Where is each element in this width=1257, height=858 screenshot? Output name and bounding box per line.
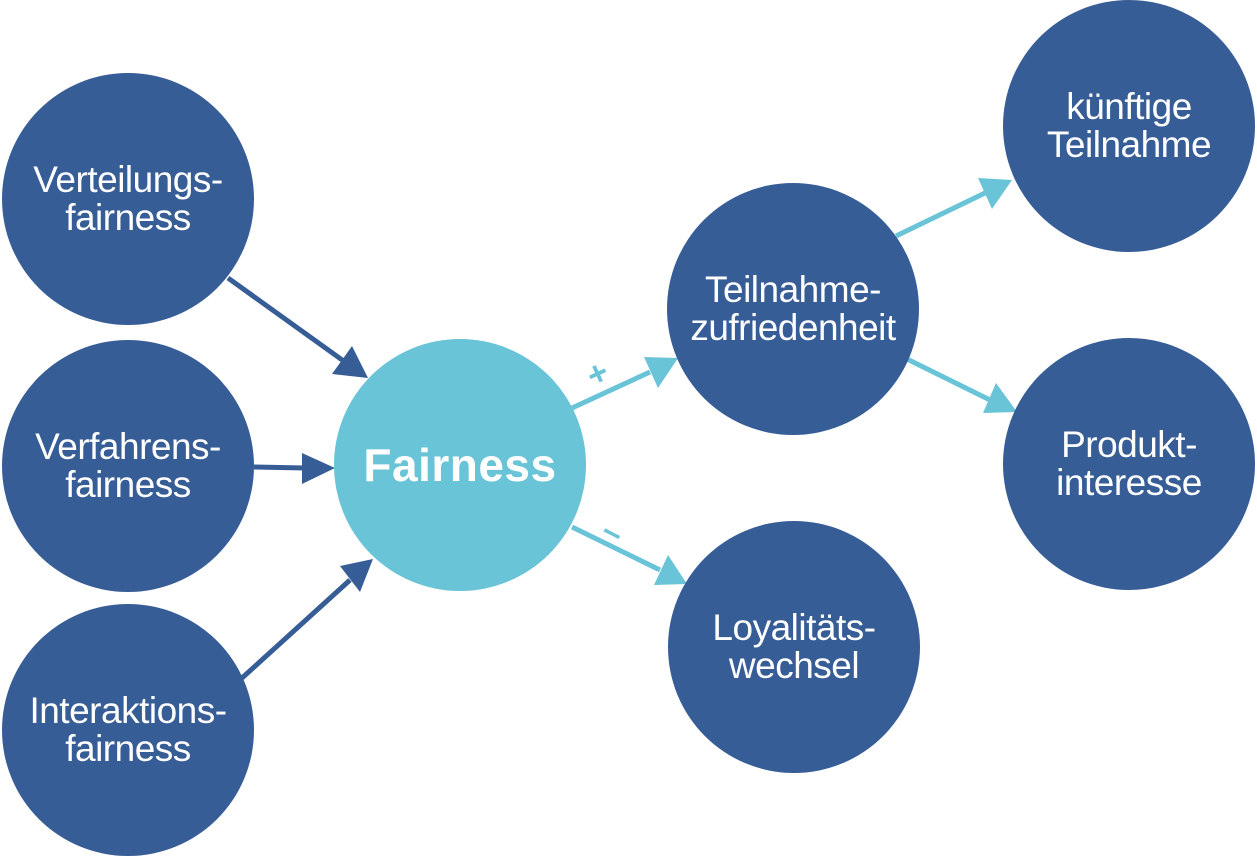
arrow-fairness-to-teilnahme	[570, 357, 678, 411]
arrow-teilnahme-to-produkt	[905, 356, 1017, 413]
arrow-verteilung-to-fairness	[226, 275, 368, 378]
node-label-line2: interesse	[1056, 462, 1202, 503]
node-label-line2: wechsel	[728, 645, 860, 686]
node-fairness: Fairness	[334, 339, 586, 591]
node-verteilungsfairness: Verteilungs- fairness	[2, 73, 254, 325]
arrow-teilnahme-to-kuenftig	[894, 178, 1012, 239]
node-kuenftige-teilnahme: künftige Teilnahme	[1003, 0, 1255, 252]
node-label-line2: Teilnahme	[1046, 124, 1212, 165]
node-interaktionsfairness: Interaktions- fairness	[2, 604, 254, 856]
node-produktinteresse: Produkt- interesse	[1003, 338, 1255, 590]
arrow-fairness-to-loyalitaet	[570, 524, 687, 585]
node-label-line1: Interaktions-	[29, 690, 227, 731]
node-label: Fairness	[363, 439, 557, 491]
node-label-line2: fairness	[65, 464, 191, 505]
arrow-interaktion-to-fairness	[240, 559, 373, 680]
node-label-line2: fairness	[65, 197, 191, 238]
node-loyalitaetswechsel: Loyalitäts- wechsel	[668, 521, 920, 773]
node-label-line1: Loyalitäts-	[712, 607, 876, 648]
node-label-line1: Verteilungs-	[33, 159, 223, 200]
node-label-line1: künftige	[1066, 86, 1192, 127]
node-teilnahmezufriedenheit: Teilnahme- zufriedenheit	[667, 183, 919, 435]
node-label-line1: Teilnahme-	[705, 269, 881, 310]
node-label-line2: fairness	[65, 728, 191, 769]
node-label-line1: Produkt-	[1061, 424, 1197, 465]
arrow-verfahren-to-fairness	[253, 453, 335, 484]
node-label-line1: Verfahrens-	[35, 426, 221, 467]
node-verfahrensfairness: Verfahrens- fairness	[2, 340, 254, 592]
node-label-line2: zufriedenheit	[690, 307, 896, 348]
